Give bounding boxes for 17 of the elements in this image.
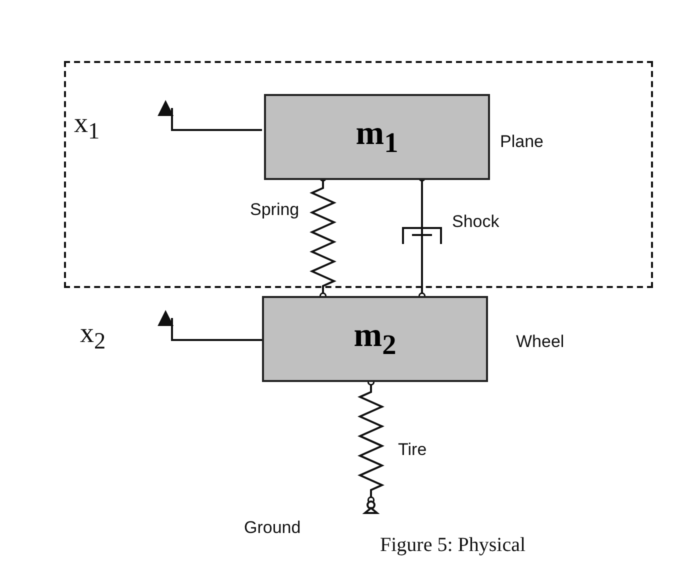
variable-label: x$_{2}$ (80, 318, 106, 356)
mass-block (262, 296, 488, 382)
displacement-arrow (158, 310, 262, 341)
mass-label: m$_{2}$ (354, 316, 396, 362)
mass-label: m$_{1}$ (356, 114, 398, 160)
mass-block (264, 94, 490, 180)
variable-label: x$_{1}$ (74, 108, 100, 146)
edge-label: Tire (398, 440, 427, 460)
part-label: Plane (500, 132, 544, 152)
caption: Figure 5: Physical (380, 534, 526, 557)
part-label: Wheel (516, 332, 564, 352)
edge-label: Shock (452, 212, 500, 232)
edge-label: Spring (250, 200, 300, 220)
ground-anchor-icon (362, 500, 380, 514)
part-label: Ground (244, 518, 301, 538)
system-boundary (64, 61, 653, 288)
displacement-arrow (158, 100, 262, 131)
